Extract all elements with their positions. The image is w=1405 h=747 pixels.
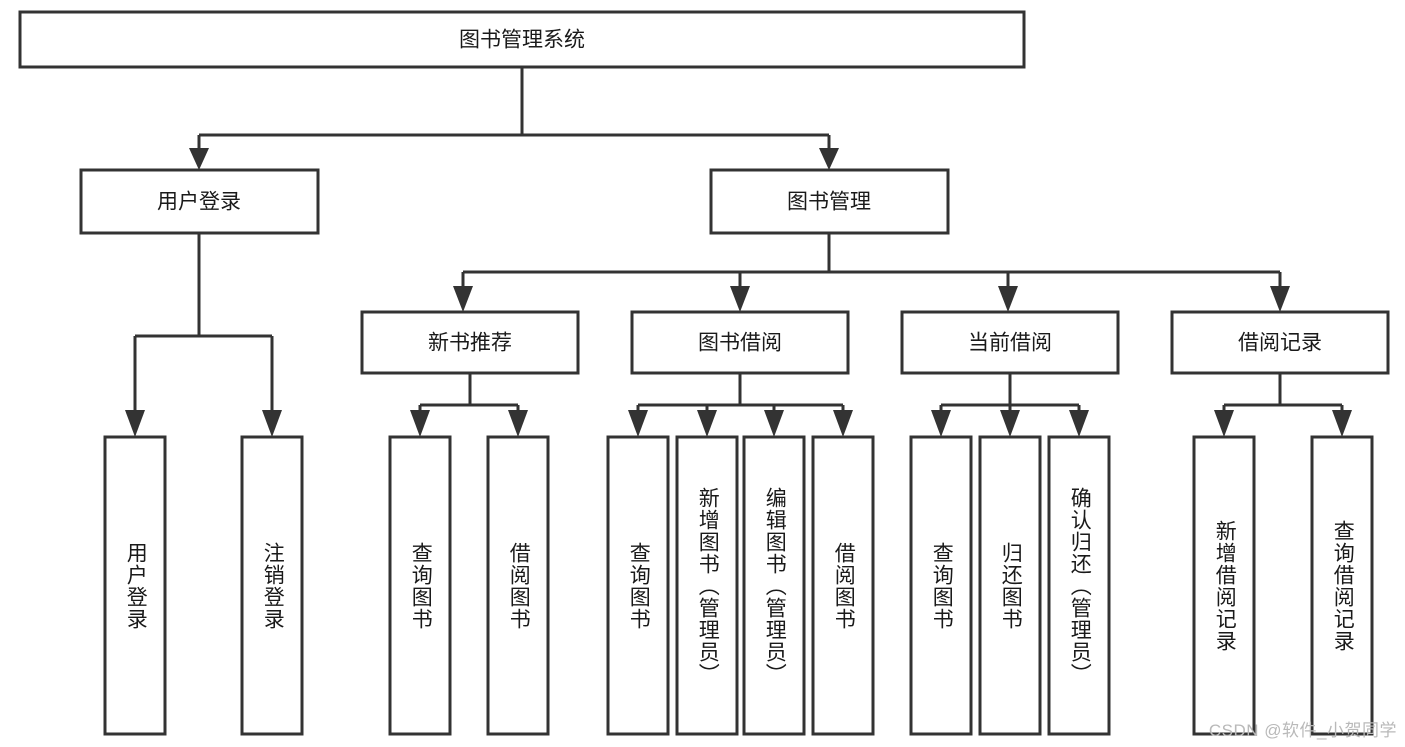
node-label-book-borrow: 图书借阅	[698, 332, 782, 355]
arrow-cb-leaf-2	[1000, 410, 1020, 437]
node-label-current-borrow: 当前借阅	[968, 332, 1052, 355]
node-box-leaf-add-record[interactable]	[1192, 435, 1256, 736]
node-box-leaf-user-logout[interactable]	[240, 435, 304, 736]
arrow-user-login-leaf-1	[125, 410, 145, 437]
node-label-book-management: 图书管理	[787, 191, 871, 214]
node-box-book-borrow[interactable]	[630, 310, 850, 375]
node-label-new-book-recommend: 新书推荐	[428, 332, 512, 355]
connector-group-borrow-record	[1214, 373, 1352, 437]
arrow-bb-leaf-4	[833, 410, 853, 437]
node-box-new-book-recommend[interactable]	[360, 310, 580, 375]
node-label-root: 图书管理系统	[459, 29, 585, 52]
connector-group-book-borrow	[628, 373, 853, 437]
node-box-book-management[interactable]	[709, 168, 950, 235]
arrow-bm-to-book-borrow	[730, 286, 750, 312]
arrow-br-leaf-2	[1332, 410, 1352, 437]
connector-group-new-book-recommend	[410, 373, 528, 437]
arrow-bm-to-new-book-recommend	[453, 286, 473, 312]
arrow-bm-to-current-borrow	[998, 286, 1018, 312]
arrow-bm-to-borrow-record	[1270, 286, 1290, 312]
node-box-borrow-record[interactable]	[1170, 310, 1390, 375]
node-label-user-login: 用户登录	[157, 191, 241, 214]
watermark-credit: CSDN @软件_小贺同学	[1208, 721, 1397, 740]
arrow-br-leaf-1	[1214, 410, 1234, 437]
node-box-leaf-query-book-2[interactable]	[606, 435, 670, 736]
node-box-leaf-add-book[interactable]	[675, 435, 739, 736]
connector-group-root	[189, 67, 839, 170]
node-box-leaf-user-login[interactable]	[103, 435, 167, 736]
arrow-bb-leaf-1	[628, 410, 648, 437]
arrow-cb-leaf-3	[1069, 410, 1089, 437]
node-box-leaf-query-record[interactable]	[1310, 435, 1374, 736]
connector-group-book-management	[453, 233, 1290, 312]
arrow-nbr-leaf-2	[508, 410, 528, 437]
node-box-leaf-confirm-return[interactable]	[1047, 435, 1111, 736]
arrow-user-login-leaf-2	[262, 410, 282, 437]
node-box-leaf-edit-book[interactable]	[742, 435, 806, 736]
node-box-leaf-query-book-3[interactable]	[909, 435, 973, 736]
arrow-root-to-book-management	[819, 148, 839, 170]
arrow-root-to-user-login	[189, 148, 209, 170]
arrow-nbr-leaf-1	[410, 410, 430, 437]
node-box-leaf-return-book[interactable]	[978, 435, 1042, 736]
node-box-leaf-query-book-1[interactable]	[388, 435, 452, 736]
node-box-leaf-borrow-book-2[interactable]	[811, 435, 875, 736]
node-box-leaf-borrow-book-1[interactable]	[486, 435, 550, 736]
arrow-cb-leaf-1	[931, 410, 951, 437]
arrow-bb-leaf-3	[764, 410, 784, 437]
node-box-current-borrow[interactable]	[900, 310, 1120, 375]
arrow-bb-leaf-2	[697, 410, 717, 437]
connector-group-user-login	[125, 233, 282, 437]
node-label-borrow-record: 借阅记录	[1238, 332, 1322, 355]
node-box-user-login[interactable]	[79, 168, 320, 235]
connector-group-current-borrow	[931, 373, 1089, 437]
node-box-root[interactable]	[18, 10, 1026, 69]
